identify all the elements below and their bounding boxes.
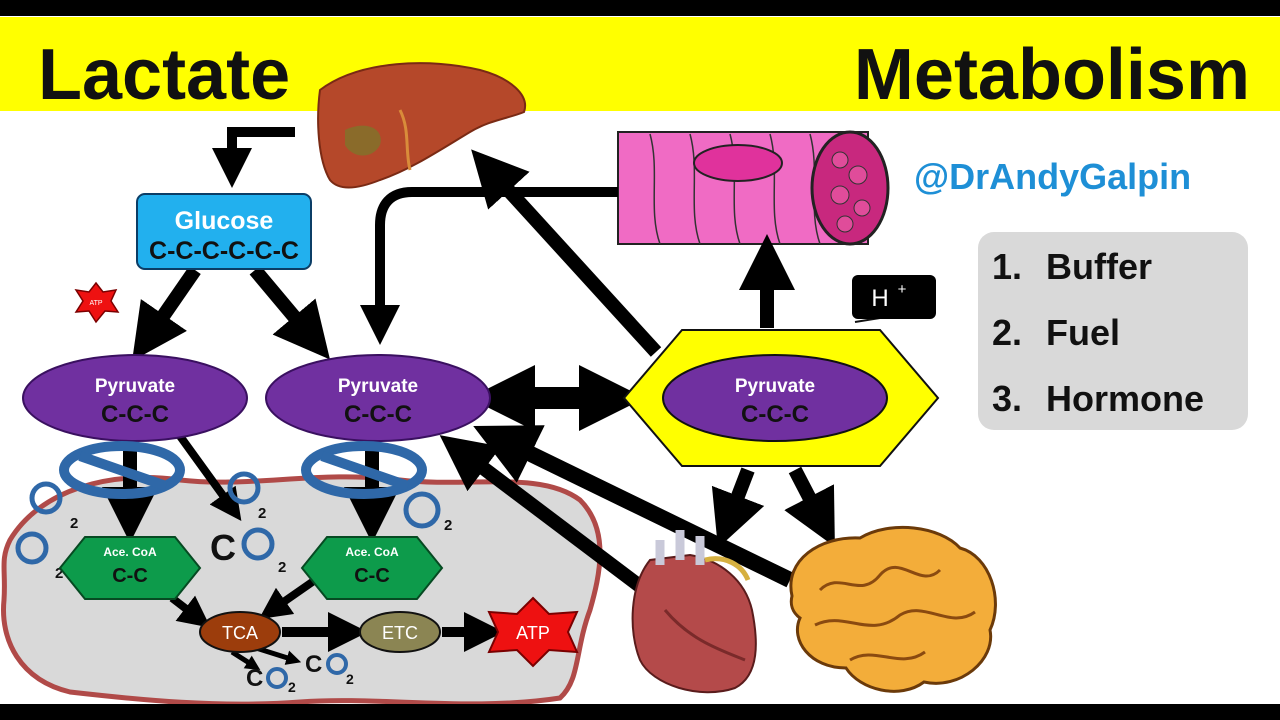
liver-icon (317, 62, 527, 189)
arrow-glucose-to-pyruvate-mid (249, 265, 330, 360)
glucose-box: Glucose C-C-C-C-C-C (136, 193, 312, 270)
role-item: 1. Buffer (992, 246, 1152, 288)
o-ring-bottom-a (266, 667, 288, 689)
arrow-brain-to-pyruvate (473, 425, 794, 588)
heart-icon (631, 530, 757, 694)
no-symbol-icon (301, 441, 427, 499)
pyruvate-hex-formula: C-C-C (741, 401, 809, 428)
pyruvate-middle: Pyruvate C-C-C (265, 354, 491, 442)
role-number: 1. (992, 246, 1023, 287)
title-band: Lactate Metabolism (0, 17, 1280, 111)
arrow-hex-to-brain (784, 466, 835, 547)
co2-c-large: C (210, 527, 236, 568)
co2-c-bottom-a: C (246, 665, 263, 692)
arrow-acoa-mid-to-tca (258, 574, 321, 620)
arrow-liver-to-glucose (212, 127, 295, 188)
twitter-handle: @DrAndyGalpin (914, 156, 1192, 197)
muscle-fiber-icon (617, 130, 890, 246)
role-label: Buffer (1046, 246, 1152, 287)
brain-icon (789, 525, 997, 693)
o2-sub-d: 2 (444, 517, 452, 534)
pyruvate-middle-label: Pyruvate (338, 376, 418, 397)
no-symbol-icon (59, 441, 185, 499)
role-item: 3. Hormone (992, 378, 1204, 420)
pyruvate-middle-formula: C-C-C (344, 401, 412, 428)
title-metabolism: Metabolism (853, 35, 1250, 115)
bottom-border (0, 704, 1280, 720)
top-border (0, 0, 1280, 16)
o-ring-bottom-b (326, 653, 348, 675)
arrow-muscle-to-pyruvate (360, 187, 618, 345)
arrow-pyruvate-to-co2 (168, 422, 242, 521)
co2-sub-bottom-b: 2 (346, 671, 354, 687)
co2-sub-large: 2 (278, 559, 286, 576)
arrow-hex-to-heart (711, 467, 765, 549)
etc-node: ETC (359, 611, 441, 653)
oxygen-rings (15, 471, 441, 565)
pyruvate-hex-label: Pyruvate (735, 376, 815, 397)
hydrogen-ion-callout: H + (852, 275, 936, 323)
role-number: 2. (992, 312, 1023, 353)
acetyl-coa-left-label: Ace. CoA (103, 545, 157, 559)
role-item: 2. Fuel (992, 312, 1120, 354)
acetyl-coa-middle: Ace. CoA C-C (300, 536, 444, 600)
role-number: 3. (992, 378, 1023, 419)
lactate-roles-box: 1. Buffer 2. Fuel 3. Hormone (978, 232, 1248, 430)
title-lactate: Lactate (38, 35, 291, 115)
arrow-hex-to-liver (471, 149, 662, 357)
pyruvate-hexagon: Pyruvate C-C-C (622, 329, 940, 467)
arrow-tca-to-co2-b (255, 645, 302, 665)
co2-c-bottom-b: C (305, 651, 322, 678)
etc-label: ETC (382, 623, 418, 643)
tca-label: TCA (222, 623, 258, 643)
glucose-formula: C-C-C-C-C-C (149, 237, 299, 265)
hydrogen-symbol: H (871, 285, 888, 312)
o2-sub-a: 2 (70, 515, 78, 532)
atp-large-label: ATP (516, 623, 550, 643)
o2-sub-c: 2 (258, 505, 266, 522)
arrow-tca-to-co2-a (230, 649, 261, 671)
acetyl-coa-middle-formula: C-C (354, 565, 390, 587)
pyruvate-left-label: Pyruvate (95, 376, 175, 397)
tca-node: TCA (199, 611, 281, 653)
o2-sub-b: 2 (55, 565, 63, 582)
pyruvate-left-formula: C-C-C (101, 401, 169, 428)
arrow-glucose-to-pyruvate-left (132, 266, 201, 362)
atp-small-label: ATP (89, 300, 102, 307)
glucose-label: Glucose (175, 207, 274, 235)
acetyl-coa-left: Ace. CoA C-C (58, 536, 202, 600)
acetyl-coa-middle-label: Ace. CoA (345, 545, 399, 559)
acetyl-coa-left-formula: C-C (112, 565, 148, 587)
atp-star-icon: ATP (74, 281, 120, 324)
hydrogen-charge: + (898, 281, 907, 298)
atp-star-icon: ATP (487, 596, 579, 668)
co2-sub-bottom-a: 2 (288, 679, 296, 695)
arrow-acoa-left-to-tca (169, 594, 211, 628)
role-label: Hormone (1046, 378, 1205, 419)
pyruvate-left: Pyruvate C-C-C (22, 354, 248, 442)
role-label: Fuel (1046, 312, 1121, 353)
